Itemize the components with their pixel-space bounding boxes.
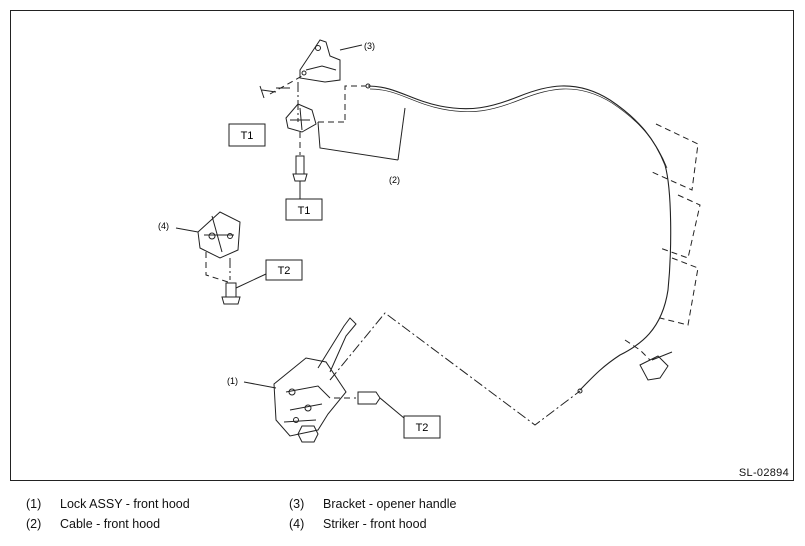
svg-text:T2: T2 bbox=[278, 265, 291, 277]
callout-2: (2) bbox=[389, 175, 400, 185]
torque-box-t1-upper: T1 bbox=[228, 123, 266, 147]
torque-box-t1-lower: T1 bbox=[285, 198, 323, 221]
legend-text: Bracket - opener handle bbox=[323, 497, 457, 511]
bracket-opener-handle bbox=[299, 39, 363, 83]
torque-box-t2-lock: T2 bbox=[403, 415, 441, 439]
legend-number: (2) bbox=[26, 517, 42, 531]
cable-end-fitting bbox=[285, 103, 317, 133]
cable-front-hood bbox=[367, 85, 672, 391]
legend-item-1: (1) Lock ASSY - front hood bbox=[26, 497, 190, 511]
svg-text:T1: T1 bbox=[241, 130, 254, 142]
svg-text:T1: T1 bbox=[298, 205, 311, 217]
lock-assy-front-hood bbox=[243, 317, 357, 437]
hood-lock-diagram: (3) (2) (4) (1) T1 T1 T2 T2 bbox=[158, 39, 701, 443]
bolt-striker-t2 bbox=[221, 273, 267, 305]
callout-3: (3) bbox=[364, 41, 375, 51]
legend-item-3: (3) Bracket - opener handle bbox=[289, 497, 456, 511]
legend-text: Cable - front hood bbox=[60, 517, 161, 531]
cable-clip bbox=[639, 351, 673, 381]
legend-text: Lock ASSY - front hood bbox=[60, 497, 190, 511]
legend-number: (1) bbox=[26, 497, 42, 511]
legend-item-4: (4) Striker - front hood bbox=[289, 517, 427, 531]
callout-1: (1) bbox=[227, 376, 238, 386]
striker-front-hood bbox=[175, 211, 241, 259]
bolt-lock-t2 bbox=[357, 391, 405, 419]
svg-text:T2: T2 bbox=[416, 422, 429, 434]
legend-text: Striker - front hood bbox=[323, 517, 427, 531]
legend-number: (4) bbox=[289, 517, 305, 531]
legend-number: (3) bbox=[289, 497, 305, 511]
screw-upper bbox=[259, 85, 290, 99]
figure-code: SL-02894 bbox=[738, 467, 789, 479]
callout-4: (4) bbox=[158, 221, 169, 231]
legend-item-2: (2) Cable - front hood bbox=[26, 517, 160, 531]
torque-box-t2-striker: T2 bbox=[265, 259, 303, 281]
lock-nut bbox=[297, 425, 319, 443]
diagram-frame bbox=[10, 10, 794, 481]
screw-lower-t1 bbox=[292, 155, 308, 200]
